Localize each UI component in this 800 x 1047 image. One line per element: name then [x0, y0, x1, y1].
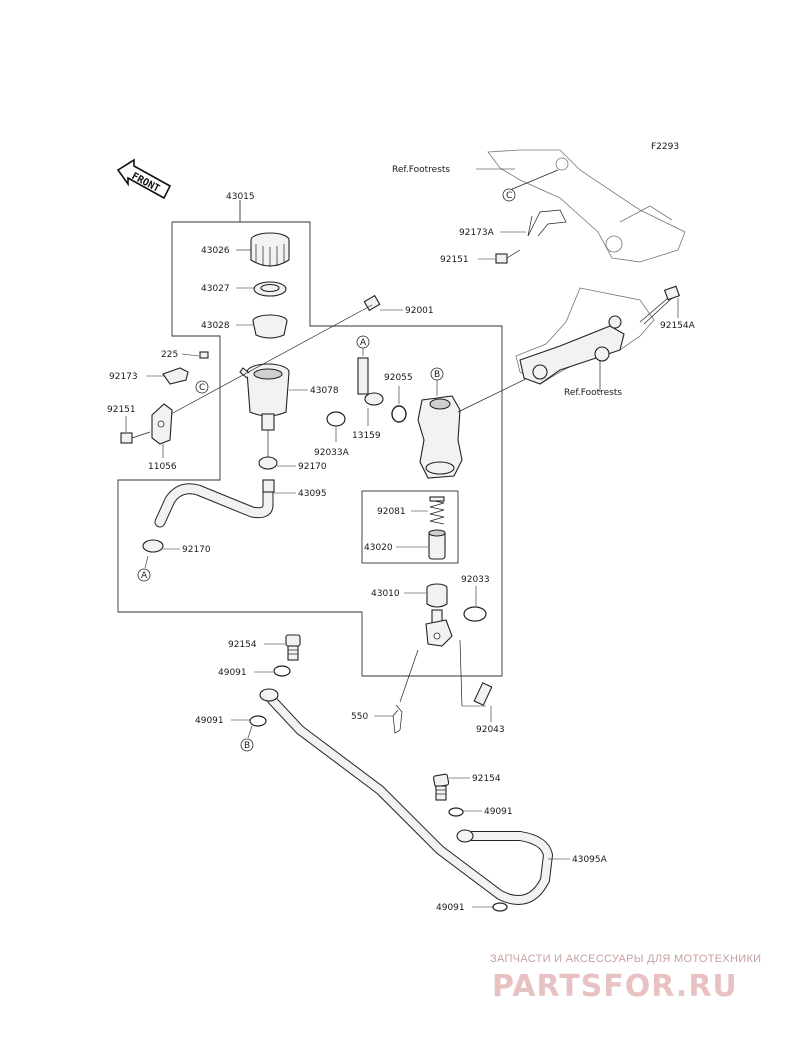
- label-49091-b: 49091: [195, 716, 224, 726]
- assembly-frame-43015: [117, 200, 503, 677]
- label-43095: 43095: [298, 489, 327, 499]
- hose-43095: [154, 479, 275, 528]
- callout-c-left: C: [195, 380, 209, 394]
- svg-text:B: B: [434, 370, 440, 380]
- label-92151-left: 92151: [107, 405, 136, 415]
- footrest-bracket-top: [487, 149, 686, 263]
- label-43020: 43020: [364, 543, 393, 553]
- circlip-92033A: [326, 411, 346, 427]
- callout-a-lower: A: [137, 555, 151, 582]
- o-ring-92055: [391, 405, 407, 423]
- label-92170-lower: 92170: [182, 545, 211, 555]
- cotter-pin-550: [392, 649, 419, 734]
- piston-43020: [428, 529, 446, 560]
- label-92033: 92033: [461, 575, 490, 585]
- svg-text:C: C: [506, 191, 512, 201]
- bolt-92151-right: [495, 249, 521, 264]
- label-13159: 13159: [352, 431, 381, 441]
- label-92170-upper: 92170: [298, 462, 327, 472]
- diaphragm-plate-43027: [253, 281, 287, 297]
- callout-b-lower: B: [240, 725, 254, 752]
- brake-hose-43095A: [259, 688, 554, 905]
- label-92001: 92001: [405, 306, 434, 316]
- bolt-92151-left: [120, 431, 151, 444]
- svg-text:B: B: [244, 741, 250, 751]
- svg-text:A: A: [141, 571, 148, 581]
- reservoir-43078: [239, 363, 290, 431]
- callout-b-top: B: [430, 367, 444, 396]
- bracket-11056: [151, 403, 173, 445]
- washer-49091-b: [249, 715, 267, 727]
- figure-code: F2293: [651, 142, 679, 152]
- label-49091-d: 49091: [436, 903, 465, 913]
- washer-49091-a: [273, 665, 291, 677]
- label-92154-upper: 92154: [228, 640, 257, 650]
- footrest-bracket-mid: [515, 287, 655, 388]
- label-92173: 92173: [109, 372, 138, 382]
- label-92173A: 92173A: [459, 228, 495, 238]
- label-92154A: 92154A: [660, 321, 696, 331]
- label-92043: 92043: [476, 725, 505, 735]
- svg-text:C: C: [199, 383, 205, 393]
- bolt-92154A: [639, 285, 681, 325]
- label-43015: 43015: [226, 192, 255, 202]
- label-92055: 92055: [384, 373, 413, 383]
- banjo-bolt-92154-lower: [433, 773, 450, 801]
- circlip-92033: [463, 606, 487, 622]
- banjo-bolt-92154-upper: [285, 634, 301, 661]
- label-92151-right: 92151: [440, 255, 469, 265]
- label-43026: 43026: [201, 246, 230, 256]
- callout-a-upper: A: [356, 335, 370, 356]
- master-cylinder-body: [417, 371, 541, 479]
- label-550: 550: [351, 712, 368, 722]
- piston-group-frame: [361, 490, 459, 564]
- label-11056: 11056: [148, 462, 177, 472]
- washer-49091-d: [492, 902, 508, 912]
- label-225: 225: [161, 350, 178, 360]
- front-arrow-icon: FRONT: [116, 158, 172, 200]
- watermark-brand: PARTSFOR.RU: [492, 969, 738, 1004]
- watermark: ЗАПЧАСТИ И АКСЕССУАРЫ ДЛЯ МОТОТЕХНИКИ PA…: [490, 953, 761, 1004]
- push-rod-43010: [425, 583, 453, 647]
- label-92033A: 92033A: [314, 448, 350, 458]
- clamp-92173: [162, 367, 189, 385]
- label-43010: 43010: [371, 589, 400, 599]
- hose-clamp-92170-lower: [142, 539, 164, 553]
- label-43027: 43027: [201, 284, 230, 294]
- label-49091-c: 49091: [484, 807, 513, 817]
- label-92081: 92081: [377, 507, 406, 517]
- screw-225: [199, 351, 209, 359]
- callout-c-right: C: [502, 188, 516, 202]
- diaphragm-43028: [252, 314, 288, 339]
- clamp-92173A: [527, 215, 533, 237]
- spring-92081: [429, 496, 445, 525]
- bolt-92001: [159, 294, 381, 421]
- label-49091-a: 49091: [218, 668, 247, 678]
- label-92154-lower: 92154: [472, 774, 501, 784]
- ref-footrests-mid: Ref.Footrests: [564, 388, 622, 398]
- hose-clamp-92170-upper: [258, 430, 278, 470]
- fitting-13159: [357, 357, 384, 406]
- svg-text:A: A: [360, 338, 367, 348]
- pin-92043: [459, 639, 493, 707]
- label-43028: 43028: [201, 321, 230, 331]
- washer-49091-c: [448, 807, 464, 817]
- reservoir-cap-43026: [250, 232, 290, 267]
- label-43095A: 43095A: [572, 855, 608, 865]
- watermark-subtitle: ЗАПЧАСТИ И АКСЕССУАРЫ ДЛЯ МОТОТЕХНИКИ: [490, 953, 761, 965]
- label-43078: 43078: [310, 386, 339, 396]
- ref-footrests-top: Ref.Footrests: [392, 165, 450, 175]
